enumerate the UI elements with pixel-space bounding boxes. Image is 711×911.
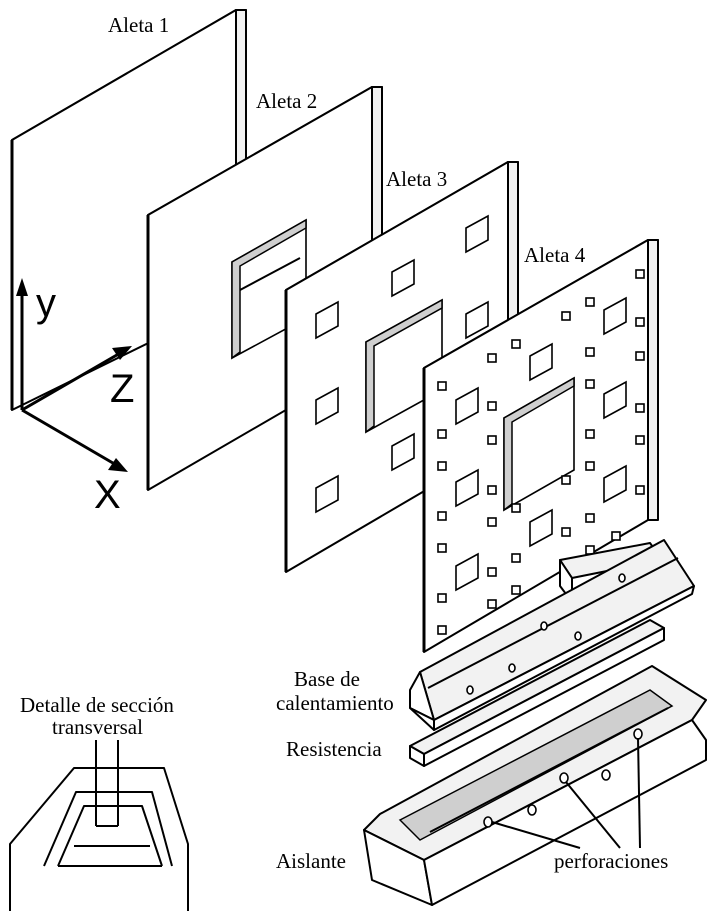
label-insulator: Aislante bbox=[276, 849, 346, 873]
label-base-line-2: calentamiento bbox=[276, 691, 394, 715]
perforation-pointers bbox=[491, 737, 641, 849]
heating-base bbox=[409, 539, 695, 731]
fin-4-plate bbox=[422, 239, 659, 653]
insulator-block bbox=[363, 665, 707, 906]
axis-label-y: y bbox=[36, 281, 56, 325]
coordinate-axes bbox=[16, 278, 132, 472]
label-fin-3: Aleta 3 bbox=[386, 167, 447, 191]
label-resistance: Resistencia bbox=[286, 737, 382, 761]
label-detail-line-1: Detalle de sección bbox=[20, 693, 174, 717]
axis-label-x: X bbox=[94, 473, 121, 517]
label-fin-2: Aleta 2 bbox=[256, 89, 317, 113]
label-fin-4: Aleta 4 bbox=[524, 243, 586, 267]
axis-label-z: Z bbox=[110, 367, 134, 411]
cross-section-detail bbox=[9, 740, 189, 911]
fin-4-small-holes bbox=[437, 269, 645, 635]
label-base-line-1: Base de bbox=[294, 667, 360, 691]
resistance-bar bbox=[409, 619, 665, 767]
label-detail-line-2: transversal bbox=[52, 715, 143, 739]
label-fin-1: Aleta 1 bbox=[108, 13, 169, 37]
label-perforations: perforaciones bbox=[554, 849, 668, 873]
